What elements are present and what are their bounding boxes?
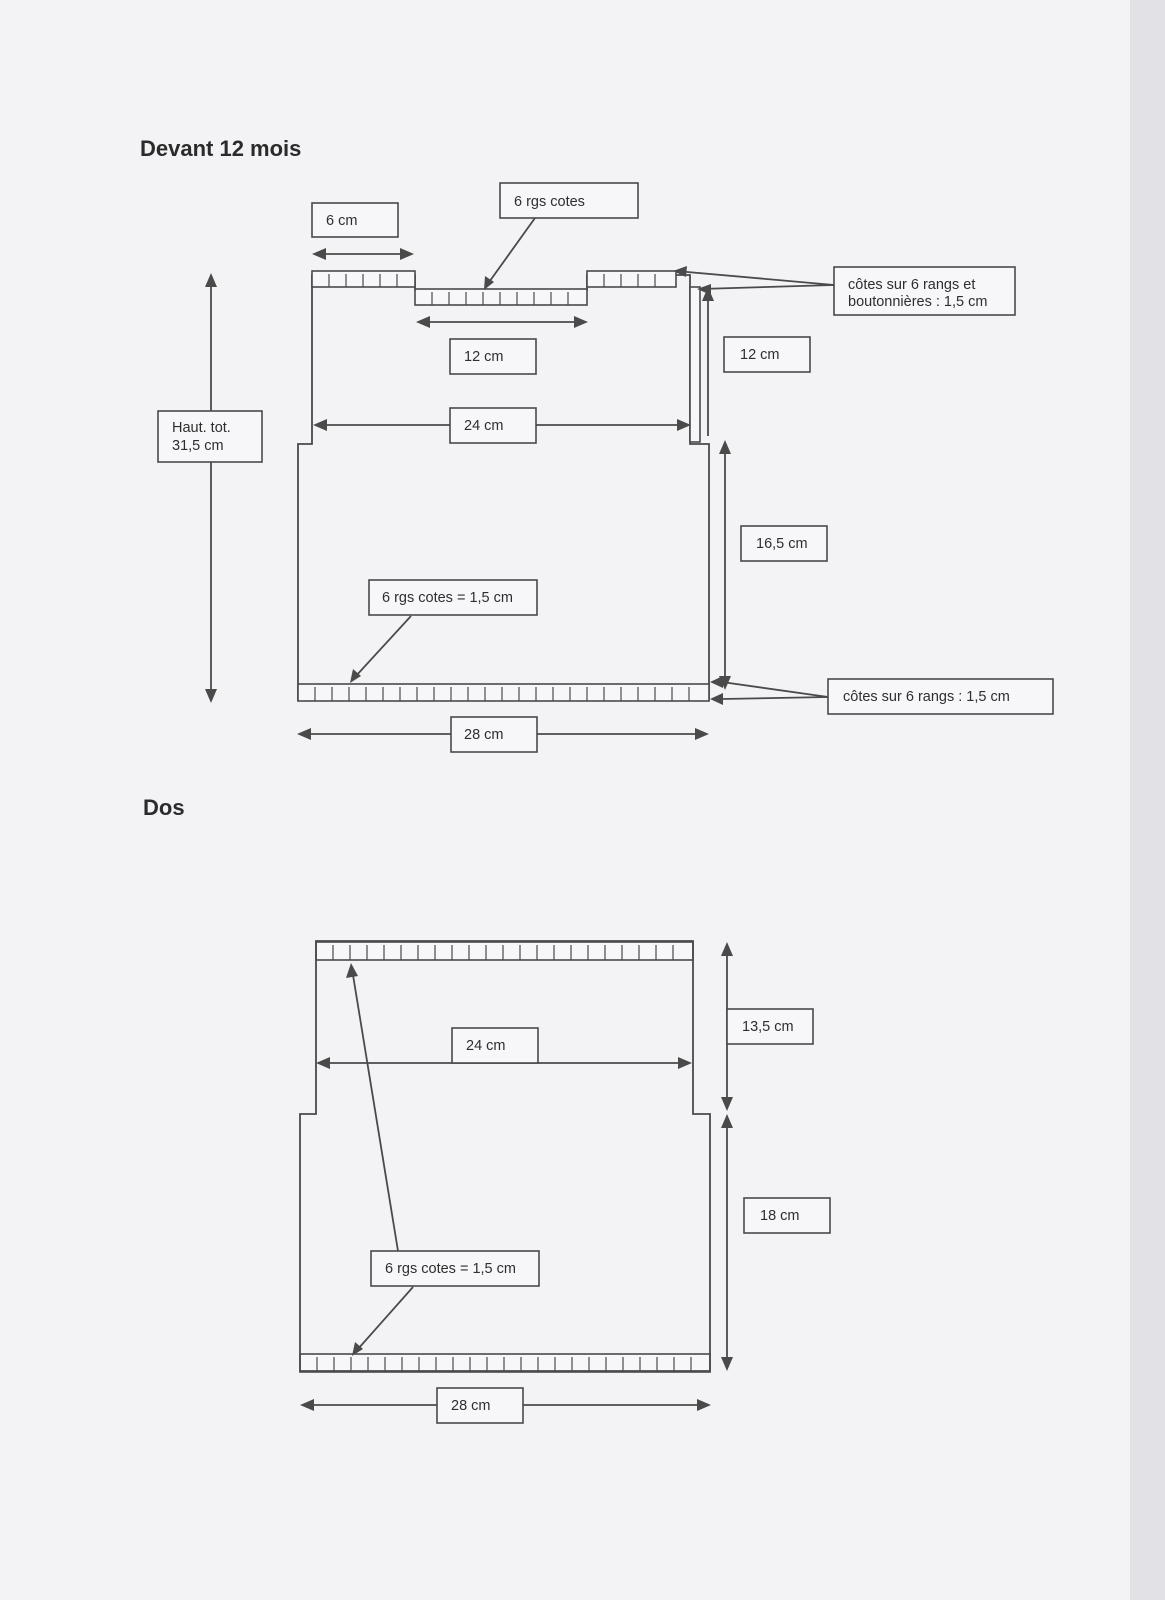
neck-rib-leader [486,217,536,286]
neck-rib-leader-arrowhead [484,276,494,290]
svg-text:boutonnières : 1,5 cm: boutonnières : 1,5 cm [848,294,987,310]
front-left-shoulder-rib [311,270,416,288]
svg-text:24 cm: 24 cm [464,418,504,434]
svg-text:28 cm: 28 cm [464,727,504,743]
label-armhole-height: 12 cm [723,336,811,373]
svg-text:13,5 cm: 13,5 cm [742,1019,794,1035]
back-outline [299,940,711,1372]
svg-text:6 cm: 6 cm [326,213,357,229]
label-back-hem-width: 28 cm [436,1387,524,1424]
hem-band-arrowhead-1 [710,676,723,688]
back-title: Dos [143,795,185,820]
neck-width-arrow [416,316,588,328]
front-hem-rib-arrowhead [350,669,361,683]
paper-edge [1130,0,1165,1600]
label-total-height: Haut. tot. 31,5 cm [157,410,263,463]
shoulder-width-arrow [312,248,414,260]
front-neck-rib [414,288,588,306]
front-right-shoulder-rib [586,270,677,288]
rib-bands [297,270,711,1373]
label-hem-band: côtes sur 6 rangs : 1,5 cm [827,678,1054,715]
svg-text:24 cm: 24 cm [466,1038,506,1054]
label-front-hem-ribs: 6 rgs cotes = 1,5 cm [368,579,538,616]
svg-text:côtes sur 6 rangs et: côtes sur 6 rangs et [848,277,975,293]
label-button-bands: côtes sur 6 rangs et boutonnières : 1,5 … [833,266,1016,316]
label-back-body-height: 18 cm [743,1197,831,1234]
back-hem-rib [299,1353,711,1373]
back-top-rib [315,941,694,961]
svg-text:6 rgs cotes: 6 rgs cotes [514,194,585,210]
svg-text:côtes sur 6 rangs : 1,5 cm: côtes sur 6 rangs : 1,5 cm [843,689,1010,705]
svg-text:Haut. tot.: Haut. tot. [172,420,231,436]
front-hem-rib [297,683,710,702]
front-title: Devant 12 mois [140,136,301,161]
armhole-height-arrow [702,287,714,436]
label-front-hem-width: 28 cm [450,716,538,753]
label-front-chest-width: 24 cm [449,407,537,444]
svg-text:6 rgs cotes = 1,5 cm: 6 rgs cotes = 1,5 cm [382,590,513,606]
hem-band-leader-2 [721,696,829,700]
svg-text:28 cm: 28 cm [451,1398,491,1414]
svg-text:16,5 cm: 16,5 cm [756,536,808,552]
label-back-ribs: 6 rgs cotes = 1,5 cm [370,1250,540,1287]
svg-text:18 cm: 18 cm [760,1208,800,1224]
back-rib-leader-top [352,974,399,1252]
label-back-armhole-height: 13,5 cm [726,1008,814,1045]
hem-band-arrowhead-2 [710,693,723,705]
front-body-height-arrow [719,440,731,690]
svg-text:31,5 cm: 31,5 cm [172,438,224,454]
button-band-leader-2 [699,284,835,290]
label-back-chest-width: 24 cm [451,1027,539,1064]
back-body-height-arrow [721,1114,733,1371]
svg-text:6 rgs cotes = 1,5 cm: 6 rgs cotes = 1,5 cm [385,1261,516,1277]
button-band-leader-1 [675,270,835,286]
svg-text:12 cm: 12 cm [740,347,780,363]
total-height-arrow [205,273,217,703]
back-rib-leader-bottom-arrowhead [352,1342,363,1356]
back-rib-leader-bottom [357,1286,414,1350]
label-front-body-height: 16,5 cm [740,525,828,562]
button-band-arrowhead-1 [673,266,687,277]
label-neck-ribs: 6 rgs cotes [499,182,639,219]
front-button-band [689,286,701,443]
hem-band-leader-1 [721,681,829,698]
back-rib-leader-top-arrowhead [346,963,358,978]
svg-text:12 cm: 12 cm [464,349,504,365]
label-shoulder-width: 6 cm [311,202,399,238]
label-neck-width: 12 cm [449,338,537,375]
front-hem-rib-leader [354,615,412,678]
